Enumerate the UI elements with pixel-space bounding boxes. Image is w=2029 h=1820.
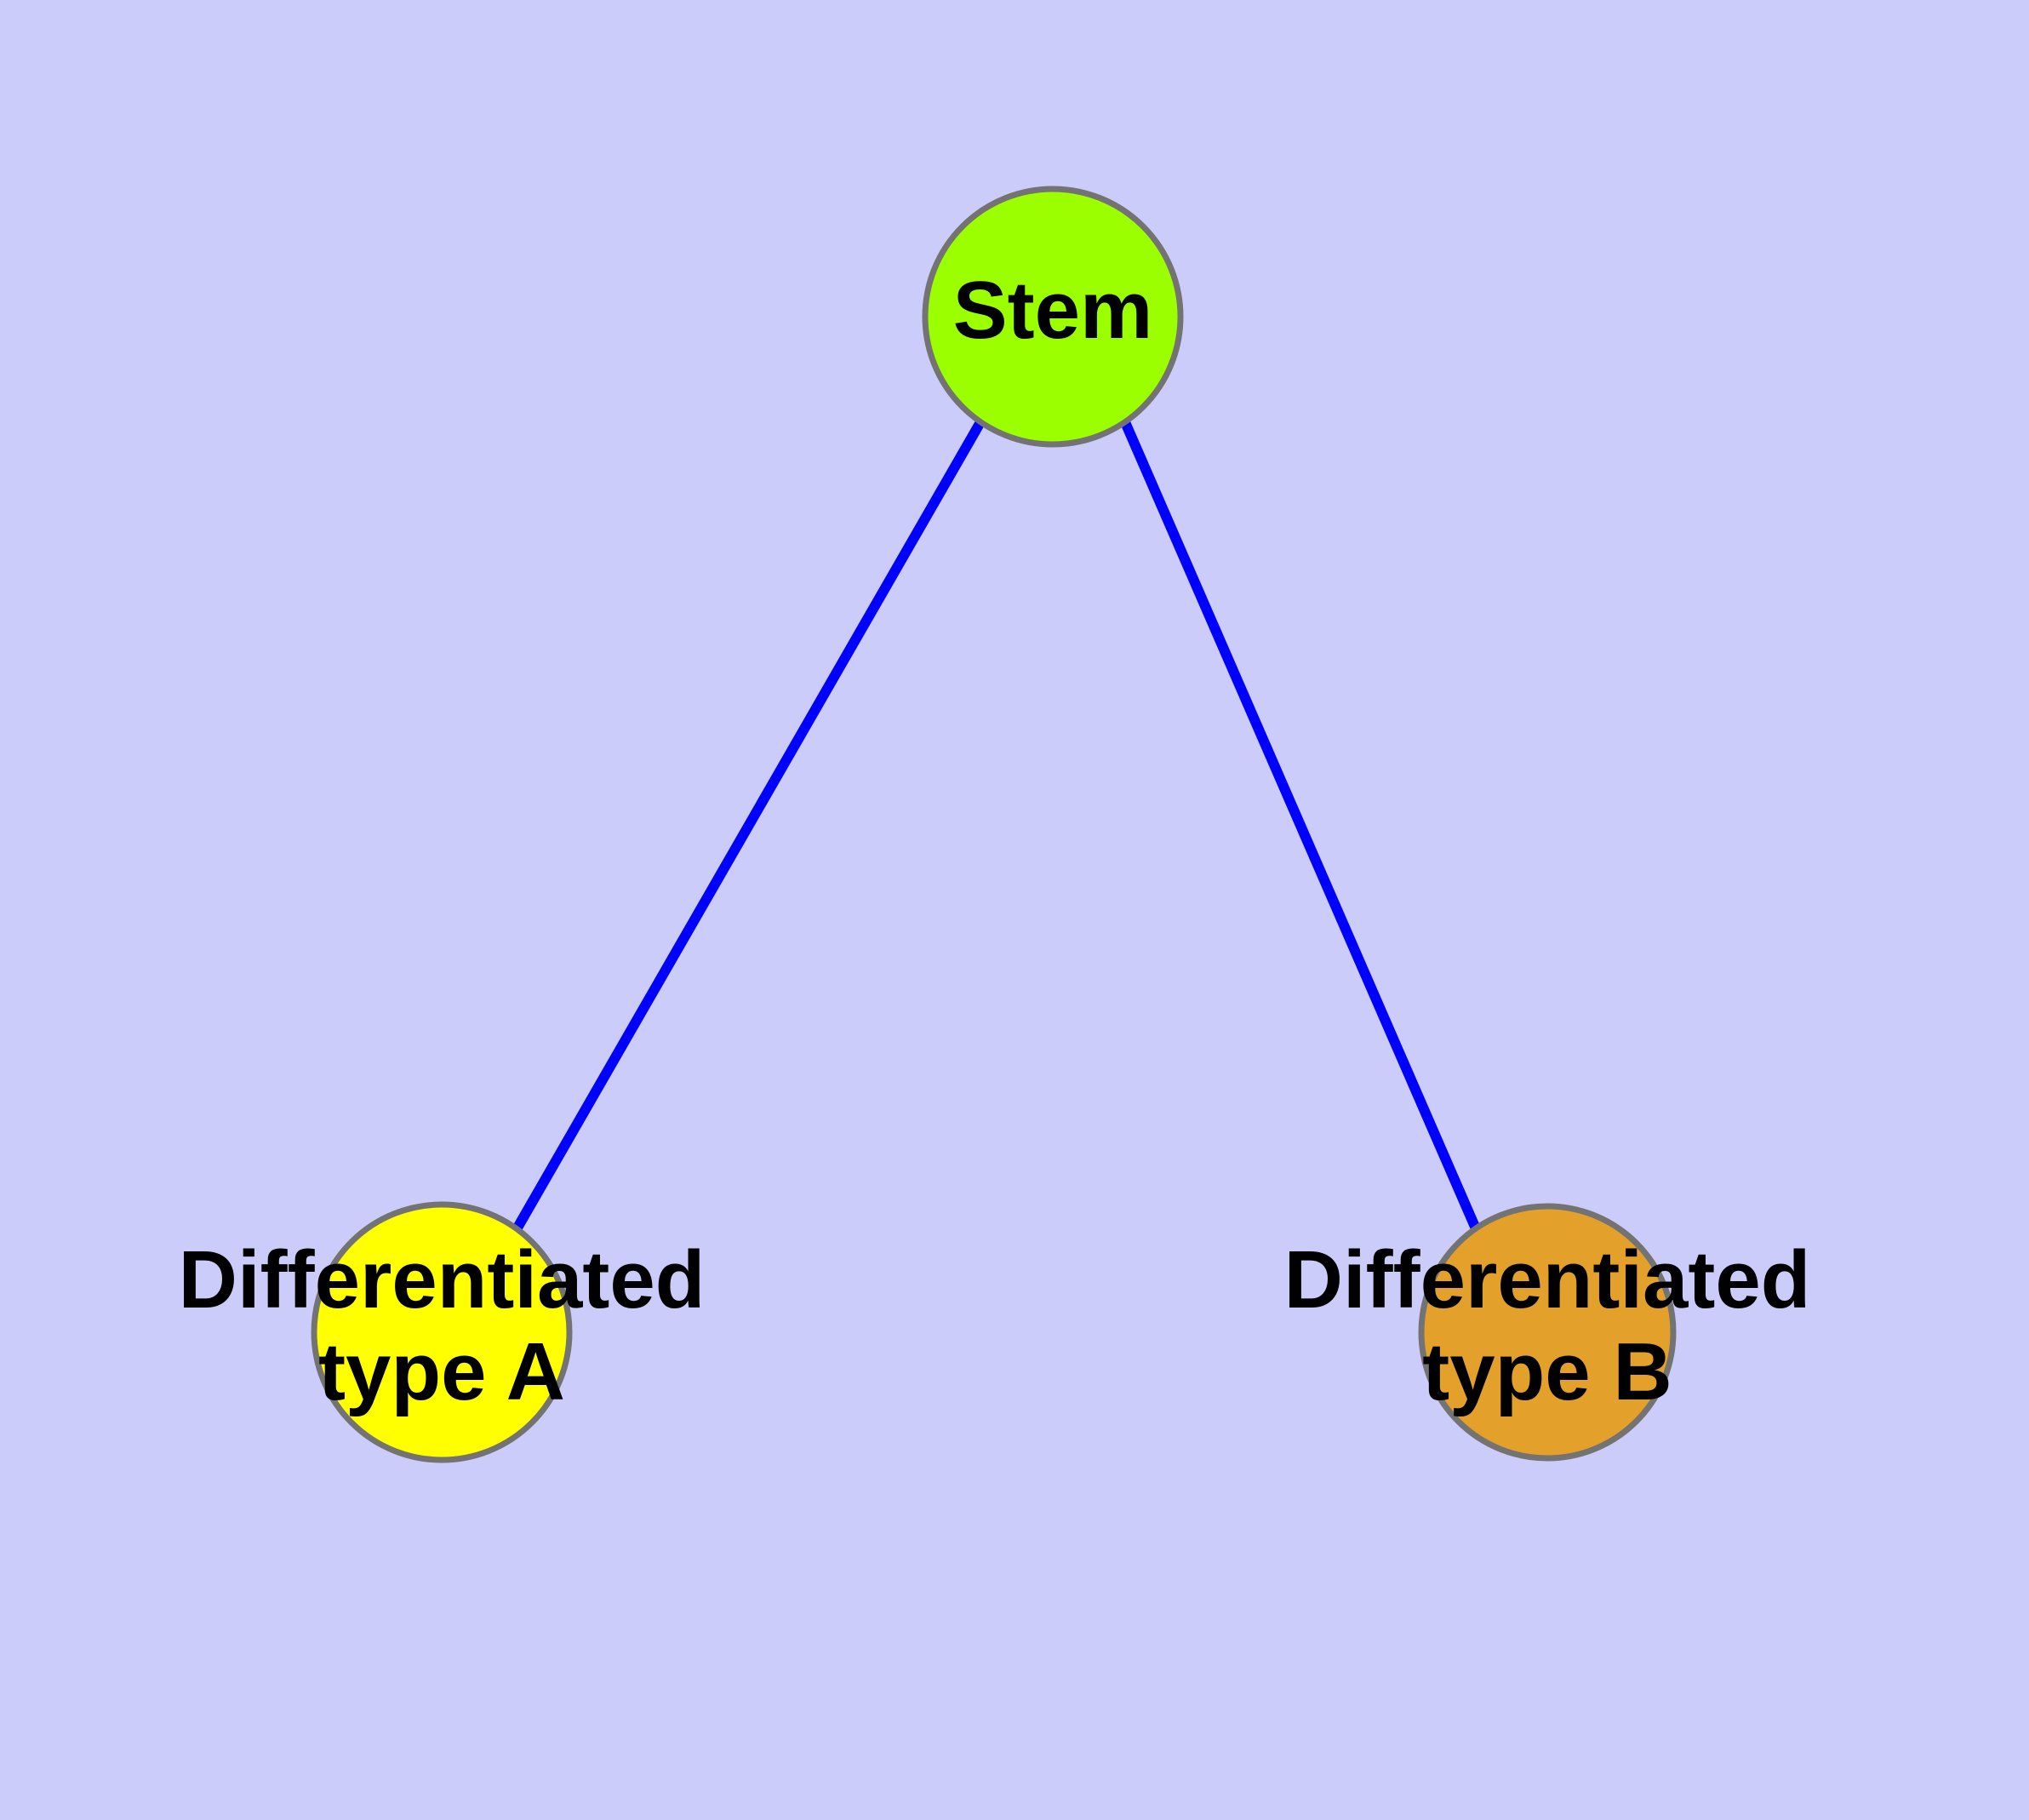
node-label-line: type A xyxy=(318,1326,565,1417)
node-label-line: Differentiated xyxy=(1284,1235,1811,1326)
node-label-line: type B xyxy=(1422,1326,1672,1417)
node-stem[interactable] xyxy=(922,186,1184,448)
node-diff_b[interactable] xyxy=(1418,1203,1677,1462)
node-diff_a[interactable] xyxy=(311,1201,573,1463)
node-label-line: Stem xyxy=(953,265,1153,356)
node-label-line: Differentiated xyxy=(179,1235,706,1326)
edge-stem-to-diff-b[interactable] xyxy=(1120,420,1480,1229)
node-layer xyxy=(311,186,1677,1463)
edge-layer xyxy=(512,420,1480,1232)
edge-stem-to-diff-a[interactable] xyxy=(512,420,986,1232)
node-label-stem: Stem xyxy=(953,265,1153,356)
